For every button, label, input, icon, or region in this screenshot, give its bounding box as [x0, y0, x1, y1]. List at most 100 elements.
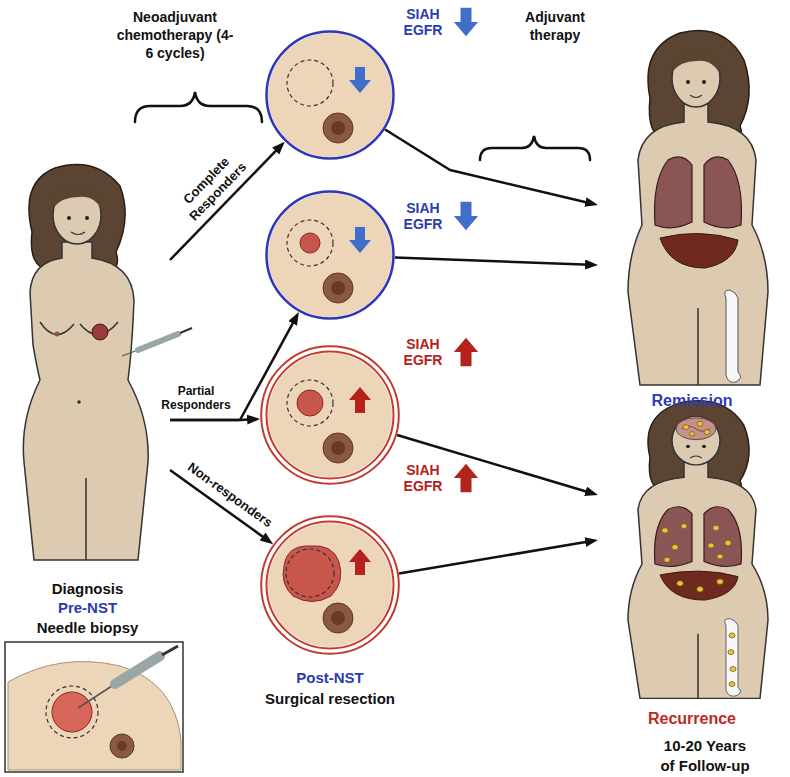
flow-arrow: [399, 541, 590, 573]
breast-section: [287, 380, 333, 426]
remission-figure: [690, 95, 702, 98]
recurrence-figure: [676, 418, 716, 440]
label-anchor: Surgical resection: [265, 689, 395, 709]
recurrence-figure: [672, 416, 720, 465]
breast-section: [286, 549, 334, 597]
recurrence-figure: [628, 401, 768, 699]
diagnosis-figure: [92, 324, 108, 340]
label-anchor: Neoadjuvant chemotherapy (4-6 cycles): [116, 8, 234, 63]
breast-section: [323, 273, 353, 303]
breast-section: [331, 281, 345, 295]
diagnosis-figure: [77, 400, 81, 404]
recurrence-figure: [662, 528, 668, 533]
biopsy-inset: [52, 692, 92, 732]
edge-label: Partial Responders: [156, 384, 236, 413]
recurrence-figure: [697, 634, 699, 699]
recurrence-figure: [686, 445, 690, 448]
syringe: [180, 328, 192, 333]
breast-section: [323, 113, 353, 143]
recurrence-figure: [664, 557, 670, 562]
diagnosis-figure: [53, 184, 102, 210]
breast-section: [349, 549, 371, 575]
diagnosis-figure: [67, 216, 71, 220]
biopsy-inset: [115, 656, 160, 684]
remission-figure: [628, 104, 768, 385]
recurrence-figure: [697, 421, 703, 426]
label-anchor: Partial Responders: [156, 384, 236, 413]
recurrence-figure: [704, 507, 741, 567]
section-ring: [261, 346, 399, 484]
breast-section: [349, 67, 371, 93]
breast-section: [268, 353, 392, 477]
tissue-section: SIAH EGFR: [260, 345, 400, 485]
section-ring: [267, 522, 394, 649]
recurrence-figure: [702, 445, 706, 448]
tissue-section: SIAH EGFR: [260, 515, 400, 655]
breast-section: [268, 193, 392, 317]
recurrence-figure: [677, 581, 683, 586]
label-anchor: Complete Responders: [171, 145, 252, 227]
label-anchor: Adjuvant therapy: [515, 8, 595, 44]
recurrence-figure: [717, 579, 723, 584]
biopsy-inset: [117, 741, 127, 751]
bracket: [135, 92, 262, 122]
figure-caption: Diagnosis: [52, 579, 124, 599]
recurrence-figure: [713, 525, 719, 530]
section-ring: [267, 192, 394, 319]
diagnosis-figure: [23, 242, 148, 560]
breast-section: [323, 433, 353, 463]
recurrence-figure: [729, 682, 735, 687]
remission-figure: [660, 233, 738, 268]
recurrence-figure: [730, 666, 736, 671]
trend-arrow: [454, 464, 478, 493]
marker-label: SIAH EGFR: [400, 200, 446, 232]
trend-arrow: [454, 8, 478, 493]
section-ring: [267, 352, 394, 479]
breast-section: [331, 611, 345, 625]
figure-caption: Remission: [652, 391, 733, 412]
breast-section: [349, 227, 371, 253]
remission-figure: [628, 31, 768, 385]
bracket: [480, 136, 590, 160]
biopsy-inset: [162, 646, 178, 655]
section-outline: [265, 30, 395, 160]
biopsy-inset: [5, 642, 183, 772]
trend-arrow: [454, 8, 478, 37]
breast-section: [331, 121, 345, 135]
edge-label: Non-responders: [183, 458, 277, 532]
recurrence-figure: [655, 507, 692, 567]
section-outline: [260, 515, 400, 655]
label-anchor: Post-NST: [296, 668, 364, 688]
diagnosis-figure: [71, 232, 85, 235]
section-ring: [267, 32, 394, 159]
flow-arrow: [170, 418, 252, 421]
breast-section: [268, 353, 392, 477]
recurrence-figure: [697, 587, 703, 592]
trend-arrow: [454, 338, 478, 367]
recurrence-figure: [672, 545, 678, 550]
breast-section: [268, 523, 392, 647]
remission-figure: [697, 308, 699, 385]
breast-section: [331, 441, 345, 455]
figure-caption: Pre-NST: [58, 598, 117, 618]
patient-figure: DiagnosisPre-NSTNeedle biopsy: [5, 165, 170, 637]
diagnosis-figure: [85, 216, 89, 220]
breast-section: [287, 220, 333, 266]
figure-caption: Recurrence: [648, 709, 736, 730]
recurrence-figure: [689, 432, 694, 436]
recurrence-figure: [690, 456, 702, 458]
breast-section: [297, 390, 323, 416]
breast-section: [349, 387, 371, 413]
section-outline: [260, 345, 400, 485]
breast-section: [268, 193, 392, 317]
recurrence-figure: [683, 425, 689, 430]
recurrence-figure: [660, 571, 738, 600]
trend-arrow: [454, 202, 478, 231]
label-anchor: Non-responders: [183, 458, 277, 532]
note-label: Adjuvant therapy: [515, 8, 595, 44]
breast-section: [268, 33, 392, 157]
label-anchor: 10-20 Years of Follow-up: [658, 736, 753, 775]
